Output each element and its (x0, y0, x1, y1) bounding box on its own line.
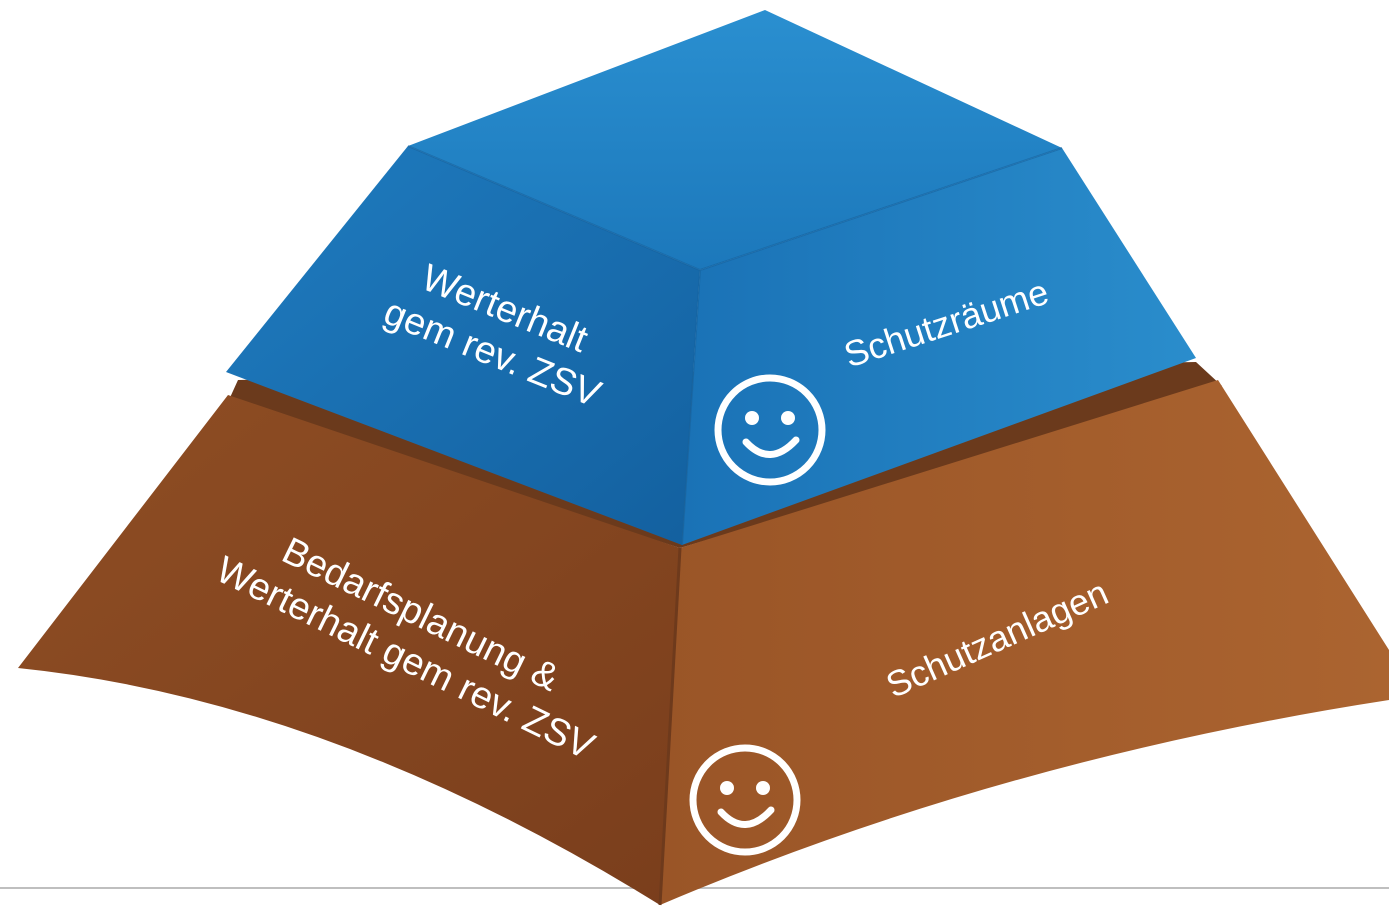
bottom-tier-edge (658, 547, 682, 906)
top-tier-edge (407, 145, 1063, 546)
bottom-tier-left-face (18, 395, 680, 905)
bottom-tier-right-face (660, 380, 1389, 905)
smiley-icon (689, 744, 801, 856)
top-tier (226, 10, 1196, 546)
top-tier-top-face (408, 10, 1062, 270)
top-tier-left-face (226, 146, 700, 545)
top-tier-right-face (682, 148, 1196, 545)
smiley-icon (714, 374, 826, 486)
